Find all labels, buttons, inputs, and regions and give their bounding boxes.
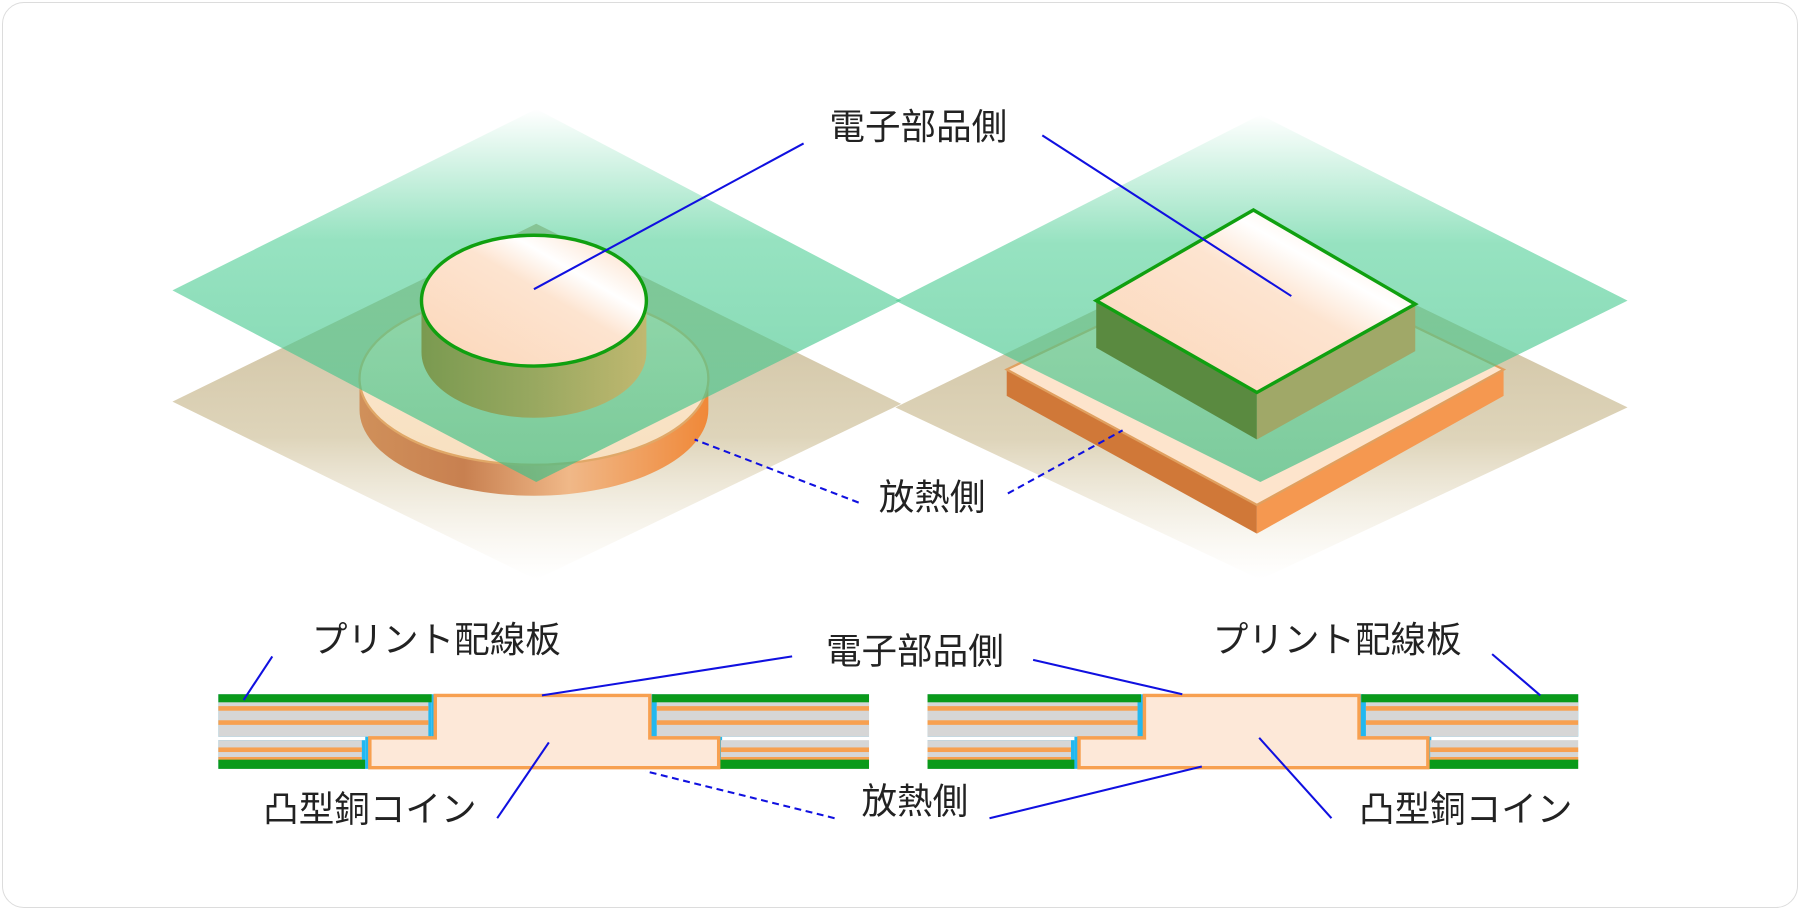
copper-layer [218,720,429,725]
solder-mask [1427,759,1579,769]
label-coin-right: 凸型銅コイン [1359,790,1572,831]
copper-layer [656,720,870,725]
copper-layer [927,720,1138,725]
copper-layer [1430,747,1579,753]
round-coin-3d [172,109,902,580]
copper-layer [218,756,362,762]
coin-boss-top [1092,208,1419,395]
solder-mask [927,759,1075,769]
solder-mask [652,694,870,703]
copper-layer [1365,720,1579,725]
copper-layer [218,706,429,711]
label-component-side: 電子部品側 [829,107,1007,148]
copper-layer [1365,706,1579,711]
solder-mask [718,759,870,769]
copper-layer [656,706,870,711]
solder-mask [927,694,1141,703]
copper-layer [927,706,1138,711]
label-heat-side-section: 放熱側 [862,782,969,823]
label-component-side-section: 電子部品側 [826,631,1004,672]
copper-layer [927,747,1071,753]
coin-base-left-side [1006,369,1257,534]
label-coin-left: 凸型銅コイン [263,790,476,831]
coin-boss-right-side [1256,304,1416,440]
coin-base-right-side [1256,369,1504,534]
copper-layer [218,747,362,753]
solder-mask [218,759,366,769]
solder-mask [1361,694,1579,703]
label-pcb-left: プリント配線板 [312,620,561,661]
cross-section-right [927,693,1579,770]
leader-lines-top [533,134,1292,504]
copper-layer [1430,756,1579,762]
coin-boss-side [421,300,647,418]
pcb-gap [649,694,655,741]
copper-layer [927,756,1071,762]
copper-layer [720,756,870,762]
cross-section-left [218,693,870,770]
copper-coin-section [368,693,721,770]
coin-base-side [359,378,709,496]
copper-layer [720,747,870,753]
square-coin-3d [895,114,1628,580]
copper-coin-section [1077,693,1430,770]
coin-boss-left-side [1096,300,1257,440]
label-heat-side: 放熱側 [879,478,986,519]
leader-lines-bottom [242,653,1541,820]
solder-mask [218,694,432,703]
coin-boss-top [419,233,649,368]
label-pcb-right: プリント配線板 [1213,620,1462,661]
